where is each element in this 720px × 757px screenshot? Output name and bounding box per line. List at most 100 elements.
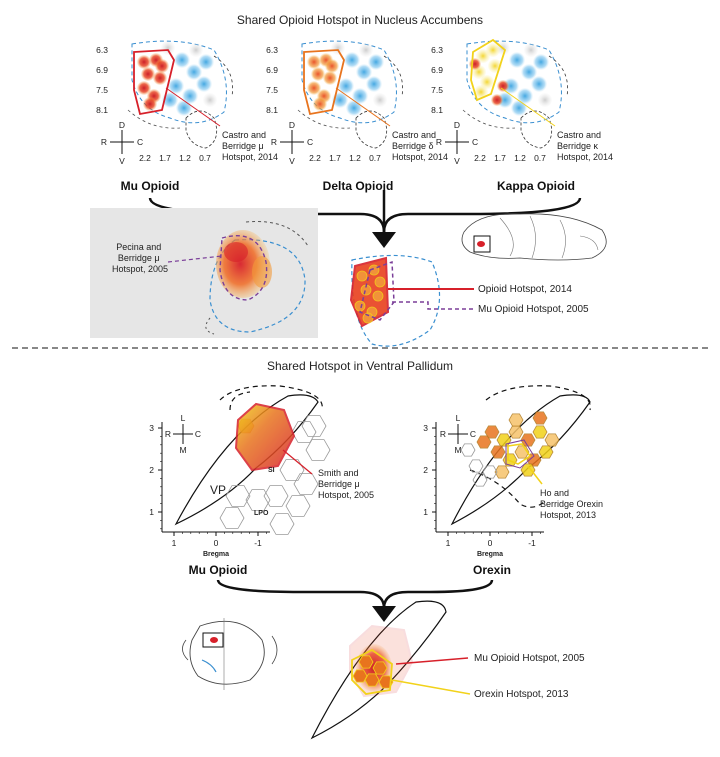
compass-c: C	[472, 137, 478, 147]
ho-note: Ho and Berridge Orexin Hotspot, 2013	[540, 488, 606, 520]
svg-text:M: M	[179, 445, 186, 455]
vp-y-tick: 2	[423, 465, 428, 475]
vp-mu-panel: 3 2 1 1 0 -1 Bregma L M R C VP SI LPO Smith …	[149, 385, 374, 577]
nac-y-tick: 6.9	[431, 65, 443, 75]
smith-note: Smith and Berridge μ Hotspot, 2005	[318, 468, 374, 500]
nac-y-tick: 8.1	[431, 105, 443, 115]
nac-x-tick: 2.2	[309, 153, 321, 163]
vp-x-tick: -1	[528, 538, 536, 548]
svg-text:L: L	[181, 413, 186, 423]
ho-leader	[527, 465, 543, 485]
vp-label: VP	[210, 483, 226, 497]
nac-x-tick: 1.2	[349, 153, 361, 163]
compass-d: D	[454, 120, 460, 130]
vp-orexin-label: Orexin	[473, 563, 511, 577]
compass-r: R	[271, 137, 277, 147]
nac-x-tick: 0.7	[369, 153, 381, 163]
nac-y-tick: 7.5	[431, 85, 443, 95]
vp-mu-compass: L M R C	[165, 413, 201, 455]
nac-y-tick: 6.9	[96, 65, 108, 75]
horizontal-brain-icon	[182, 618, 278, 690]
svg-text:R: R	[440, 429, 446, 439]
nac-merged-hotspot: Opioid Hotspot, 2014 Mu Opioid Hotspot, …	[349, 254, 589, 347]
nac-x-tick: 1.2	[514, 153, 526, 163]
nac-x-tick: 2.2	[474, 153, 486, 163]
vp-y-tick: 1	[423, 507, 428, 517]
nac-y-tick: 8.1	[96, 105, 108, 115]
nac-hotspot-outline	[470, 38, 507, 102]
compass-d: D	[119, 120, 125, 130]
nac-merge-arrows	[148, 190, 582, 248]
legend-mu-2005: Mu Opioid Hotspot, 2005	[478, 304, 589, 315]
compass-v: V	[119, 156, 125, 166]
nac-x-tick: 1.7	[494, 153, 506, 163]
vp-x-tick: 0	[488, 538, 493, 548]
nac-x-tick: 2.2	[139, 153, 151, 163]
compass-c: C	[137, 137, 143, 147]
arrow-head	[372, 232, 396, 248]
nac-panel-label: Mu Opioid	[121, 179, 180, 193]
orexin-2013-leader	[391, 679, 471, 695]
compass-d: D	[289, 120, 295, 130]
pecina-inset: Pecina and Berridge μ Hotspot, 2005	[90, 208, 318, 338]
nac-x-tick: 1.7	[329, 153, 341, 163]
vp-y-tick: 2	[149, 465, 154, 475]
nac-y-tick: 6.3	[266, 45, 278, 55]
nac-x-tick: 0.7	[199, 153, 211, 163]
nac-y-tick: 6.9	[266, 65, 278, 75]
svg-text:M: M	[454, 445, 461, 455]
compass-r: R	[436, 137, 442, 147]
vp-y-tick: 1	[149, 507, 154, 517]
nac-panel-label: Delta Opioid	[323, 179, 394, 193]
svg-text:L: L	[456, 413, 461, 423]
legend-vp-mu-2005: Mu Opioid Hotspot, 2005	[474, 653, 585, 664]
svg-text:C: C	[470, 429, 476, 439]
vp-x-tick: -1	[254, 538, 262, 548]
vp-or-xlabel: Bregma	[477, 551, 503, 558]
vp-x-tick: 1	[172, 538, 177, 548]
legend-orexin-2013: Orexin Hotspot, 2013	[474, 689, 569, 700]
legend-opioid-2014: Opioid Hotspot, 2014	[478, 284, 572, 295]
vp-x-tick: 0	[214, 538, 219, 548]
vp-mu-xlabel: Bregma	[203, 551, 229, 558]
nac-x-tick: 0.7	[534, 153, 546, 163]
vp-y-tick: 3	[149, 423, 154, 433]
compass-c: C	[307, 137, 313, 147]
svg-text:C: C	[195, 429, 201, 439]
nac-y-tick: 7.5	[266, 85, 278, 95]
nac-hotspot-outline	[133, 49, 175, 116]
lpo-label: LPO	[254, 510, 269, 517]
svg-text:R: R	[165, 429, 171, 439]
vp-x-tick: 1	[446, 538, 451, 548]
compass-v: V	[454, 156, 460, 166]
nac-panel-label: Kappa Opioid	[497, 179, 575, 193]
pecina-note: Pecina and Berridge μ Hotspot, 2005	[112, 242, 168, 274]
vp-merge-arrows	[216, 579, 494, 622]
compass-r: R	[101, 137, 107, 147]
si-label: SI	[268, 467, 275, 474]
compass-v: V	[289, 156, 295, 166]
vp-mu-label: Mu Opioid	[189, 563, 248, 577]
nac-title: Shared Opioid Hotspot in Nucleus Accumbe…	[237, 13, 483, 27]
vp-merged-hotspot: Mu Opioid Hotspot, 2005 Orexin Hotspot, …	[310, 600, 585, 740]
vp-orexin-panel: 3 2 1 1 0 -1 Bregma L M R C Ho and Berridge …	[423, 385, 606, 577]
vp-y-tick: 3	[423, 423, 428, 433]
nac-y-tick: 6.3	[431, 45, 443, 55]
sagittal-brain-icon	[461, 213, 607, 261]
nac-x-tick: 1.7	[159, 153, 171, 163]
nac-hotspot-outline	[303, 49, 345, 116]
nac-y-tick: 6.3	[96, 45, 108, 55]
nac-y-tick: 8.1	[266, 105, 278, 115]
smith-hotspot	[234, 402, 296, 472]
vp-title: Shared Hotspot in Ventral Pallidum	[267, 359, 453, 373]
nac-x-tick: 1.2	[179, 153, 191, 163]
smith-leader	[282, 449, 313, 475]
